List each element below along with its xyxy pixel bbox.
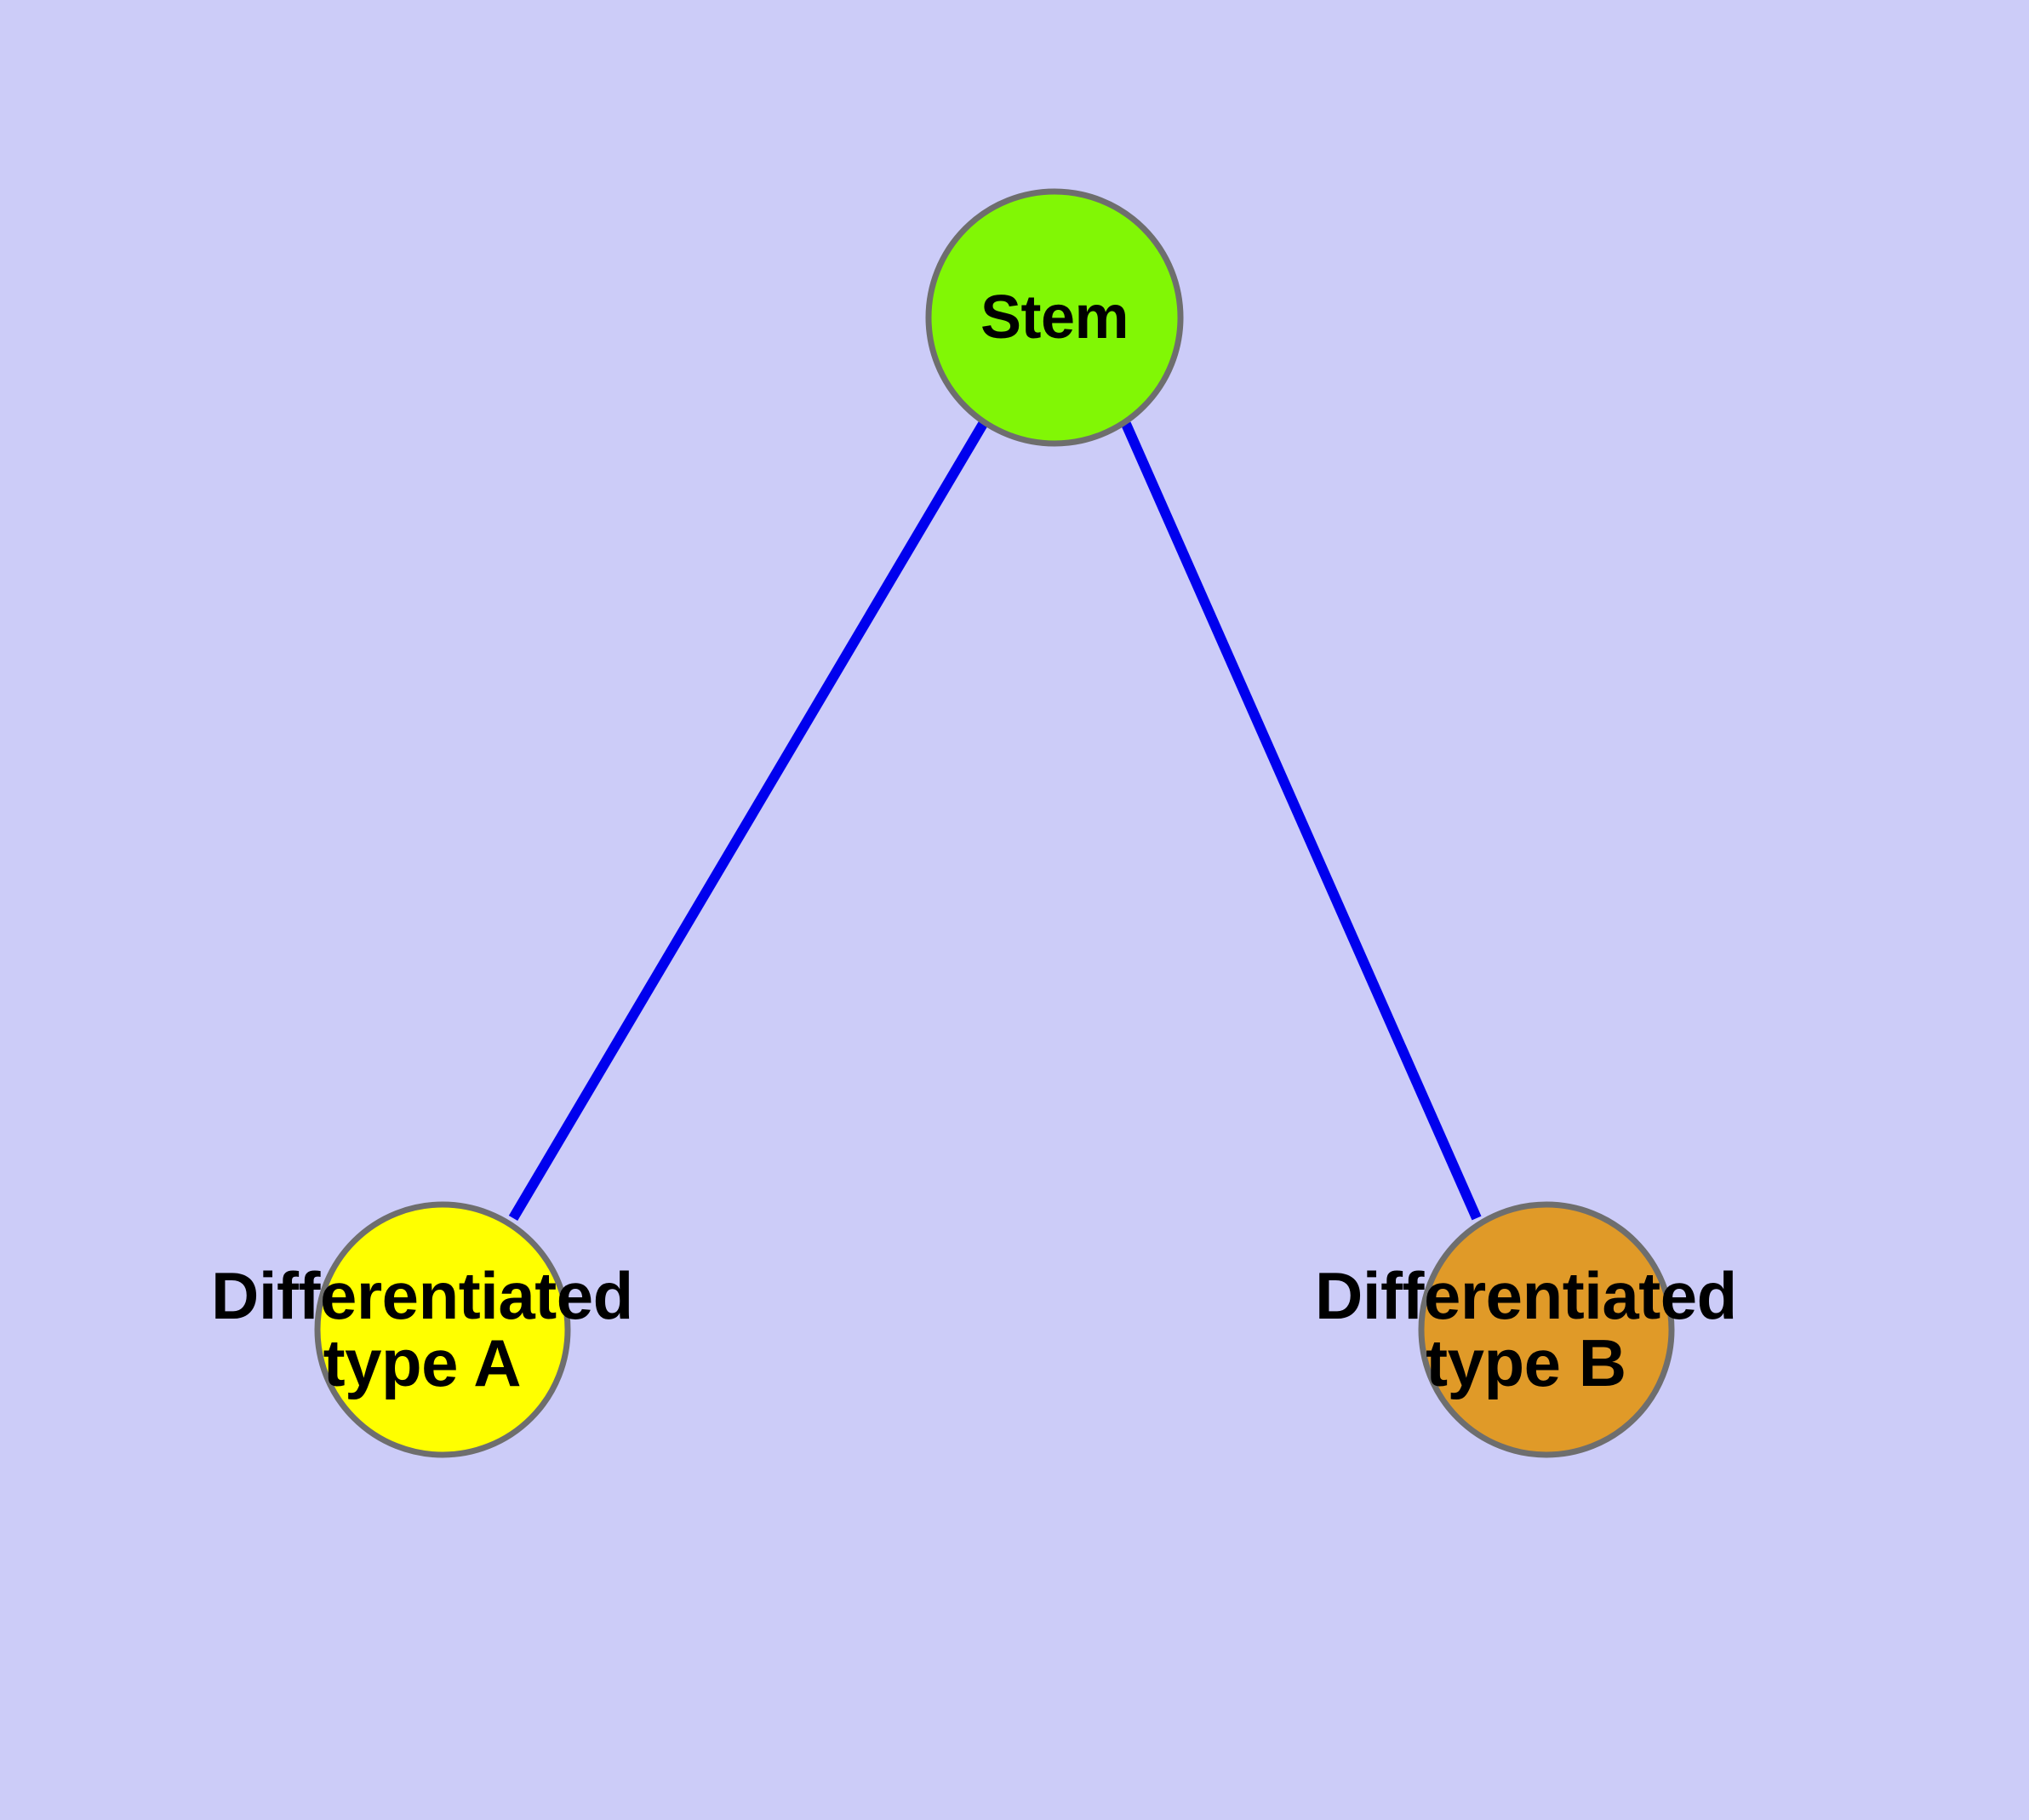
graph-edge-stem-to-diff-a[interactable] [508,421,988,1222]
node-label-line-stem-0: Stem [980,283,1129,352]
edge-layer [508,421,1482,1222]
node-label-stem: Stem [980,283,1129,352]
node-label-line-diff-b-1: type B [1426,1325,1626,1401]
node-layer [314,188,1675,1458]
graph-edge-stem-to-diff-b[interactable] [1121,421,1482,1221]
node-label-line-diff-b-0: Differentiated [1315,1257,1737,1333]
node-label-line-diff-a-1: type A [323,1325,522,1401]
graph-node-diff-a[interactable] [314,1201,571,1458]
graph-node-diff-b[interactable] [1418,1201,1675,1458]
graph-node-stem[interactable] [925,188,1184,447]
node-label-line-diff-a-0: Differentiated [211,1257,633,1333]
